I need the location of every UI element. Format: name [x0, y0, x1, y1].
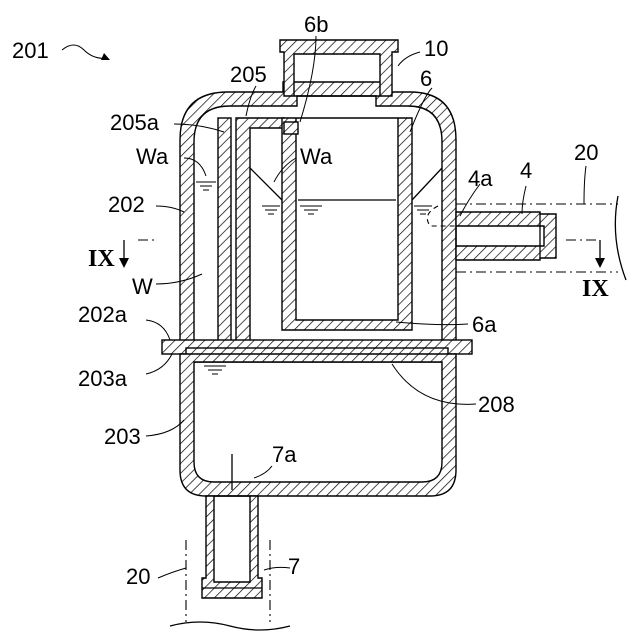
label-10: 10 — [424, 36, 448, 61]
lower-case-body — [180, 354, 456, 496]
label-w: W — [132, 274, 153, 299]
label-4: 4 — [520, 158, 532, 183]
section-mark-right: IX — [582, 276, 609, 302]
left-chamber-partition — [218, 118, 231, 346]
inlet-pipe — [456, 212, 556, 260]
section-mark-left: IX — [88, 246, 115, 272]
label-wa-center: Wa — [300, 144, 333, 169]
inlet-hose — [456, 196, 626, 280]
baffle-top — [236, 118, 284, 345]
label-7: 7 — [288, 554, 300, 579]
label-201: 201 — [12, 38, 49, 63]
label-203: 203 — [104, 424, 141, 449]
label-20-bottom: 20 — [126, 564, 150, 589]
label-205a: 205a — [110, 110, 160, 135]
label-6: 6 — [420, 66, 432, 91]
label-205: 205 — [230, 62, 267, 87]
label-202a: 202a — [78, 302, 128, 327]
insert-6b — [284, 122, 298, 134]
label-208: 208 — [478, 392, 515, 417]
label-wa-left: Wa — [136, 144, 169, 169]
label-203a: 203a — [78, 366, 128, 391]
label-202: 202 — [108, 192, 145, 217]
label-20-right: 20 — [574, 140, 598, 165]
label-4a: 4a — [468, 166, 493, 191]
section-line-right — [566, 240, 605, 268]
label-6a: 6a — [472, 312, 497, 337]
outlet-pipe — [202, 496, 262, 598]
section-line-left — [119, 240, 158, 268]
label-7a: 7a — [272, 442, 297, 467]
funnel-lines — [250, 168, 442, 200]
label-6b: 6b — [304, 12, 328, 37]
